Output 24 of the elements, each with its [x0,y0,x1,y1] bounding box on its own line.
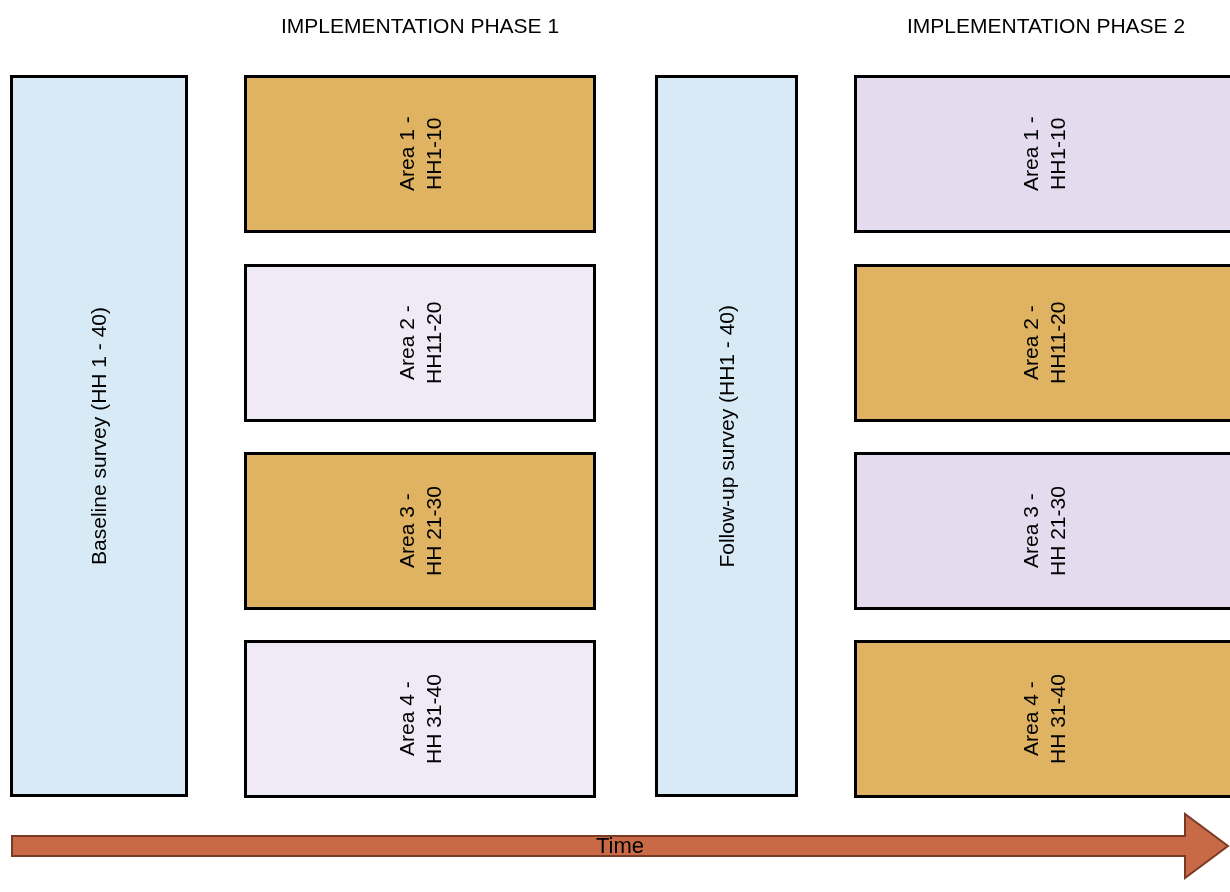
area-box [244,640,596,798]
area-label: Area 1 - HH1-10 [393,115,446,194]
area-box [854,264,1230,422]
phase-heading: IMPLEMENTATION PHASE 2 [907,14,1186,38]
phase-heading: IMPLEMENTATION PHASE 1 [281,14,560,38]
area-label: Area 2 - HH11-20 [1017,300,1070,387]
area-label: Area 3 - HH 21-30 [393,485,446,578]
survey-box [655,75,798,797]
area-label: Area 2 - HH11-20 [393,300,446,387]
survey-box [10,75,188,797]
survey-label: Follow-up survey (HH1 - 40) [713,304,739,568]
time-arrow [10,812,1230,880]
area-box [854,640,1230,798]
area-box [244,75,596,233]
area-box [854,75,1230,233]
area-label: Area 1 - HH1-10 [1017,115,1070,194]
survey-label: Baseline survey (HH 1 - 40) [86,307,112,565]
area-label: Area 4 - HH 31-40 [393,673,446,766]
area-box [854,452,1230,610]
area-label: Area 4 - HH 31-40 [1017,673,1070,766]
area-box [244,452,596,610]
time-label: Time [595,833,645,859]
area-label: Area 3 - HH 21-30 [1017,485,1070,578]
area-box [244,264,596,422]
